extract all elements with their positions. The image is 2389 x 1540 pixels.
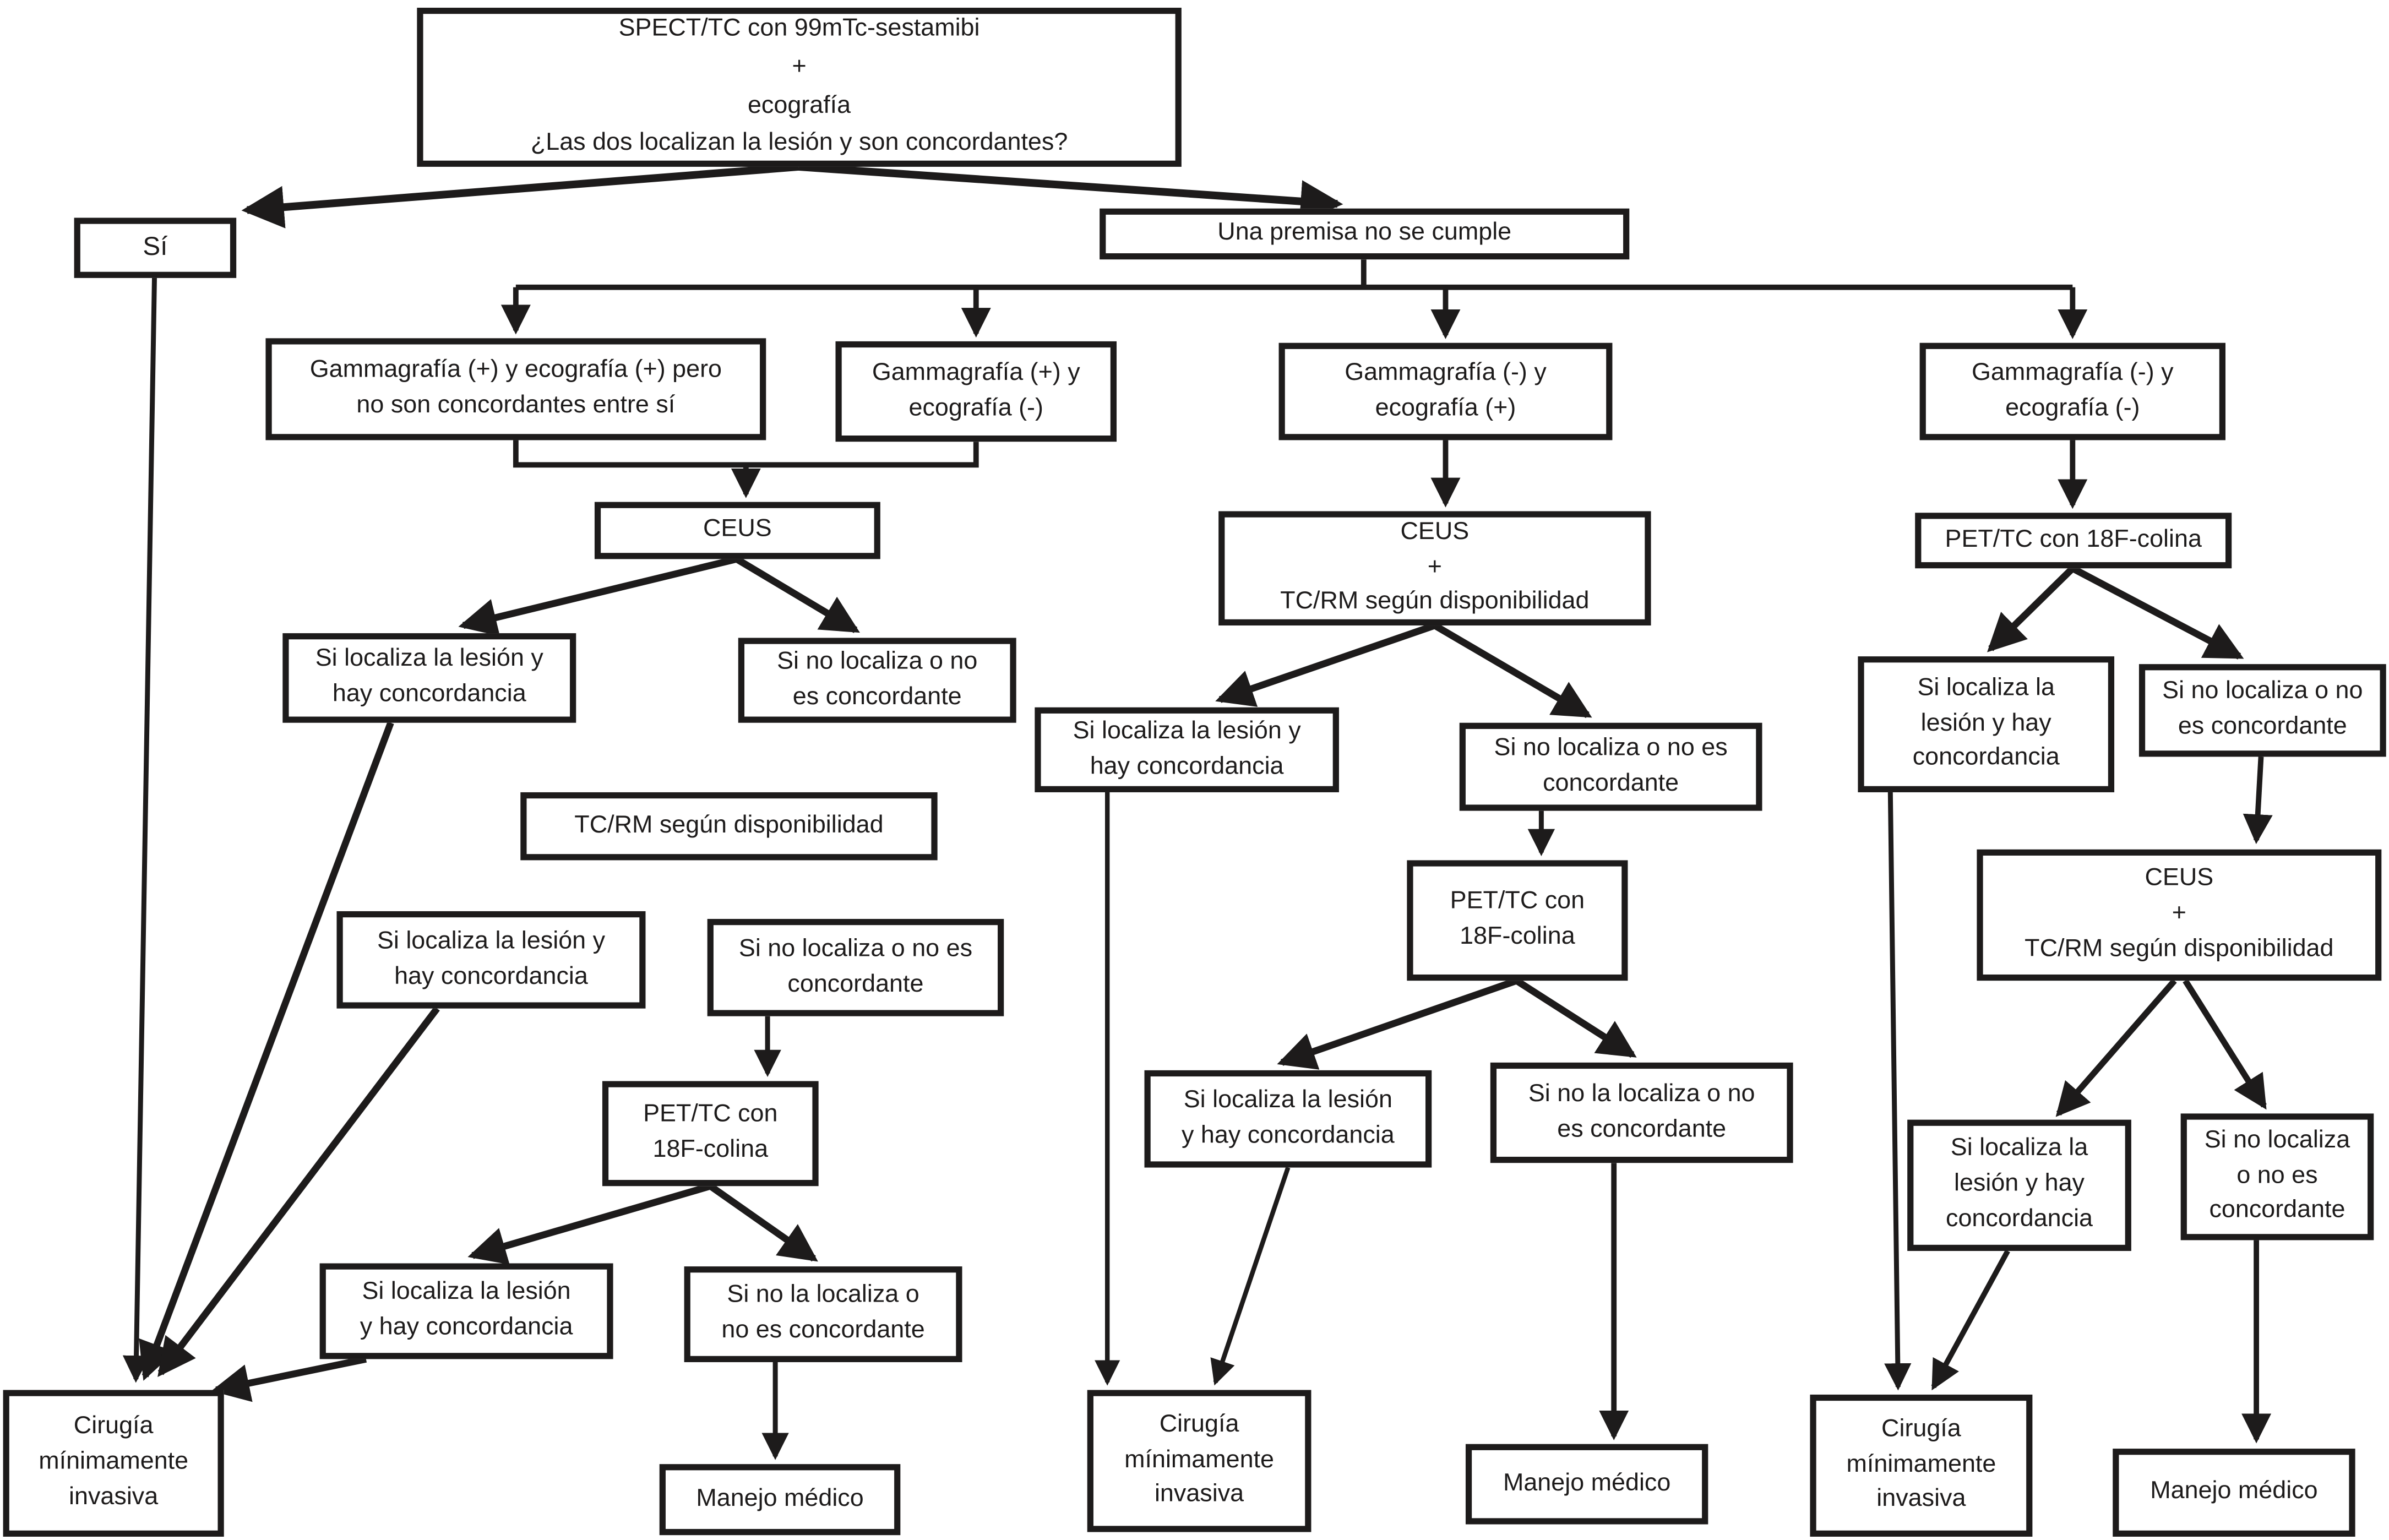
node-gamma-pos-eco-neg: Gammagrafía (+) y ecografía (-) [835,341,1117,442]
arrow-start-to-yes [241,162,799,228]
node-gamma-pos-eco-pos: Gammagrafía (+) y ecografía (+) pero no … [265,338,766,440]
node-gamma-neg-eco-pos: Gammagrafía (-) y ecografía (+) [1278,342,1613,440]
arrow-r1b-to-ceus-right [2243,757,2273,845]
arrow-ceus-right-to-r2b [2183,979,2267,1110]
node-tcrm-left: TC/RM según disponibilidad [520,792,938,861]
arrow-yes-to-surgery [122,277,157,1383]
arrow-pet-right-to-r1b [2071,565,2244,660]
arrow-ceus-mid-to-m1a [1215,622,1436,707]
arrow-pet-mid-to-m2b [1515,977,1637,1058]
node-pet-right: PET/TC con 18F-colina [1915,513,2232,569]
node-left-not-localizes-3: Si no la localiza o no es concordante [684,1266,962,1363]
node-surgery-left: Cirugía mínimamente invasiva [3,1390,224,1537]
node-medical-left: Manejo médico [659,1464,901,1536]
node-mid-not-localizes-2: Si no la localiza o no es concordante [1490,1062,1793,1163]
connector-gpp-gpn-bracket [513,440,979,468]
arrow-ceus-left-to-l1b [734,556,860,633]
arrow-start-to-premise [798,162,1343,223]
node-medical-right: Manejo médico [2113,1449,2355,1537]
arrow-pet-left-to-l3b [708,1183,818,1262]
node-left-localizes-3: Si localiza la lesión y hay concordancia [319,1263,613,1359]
node-right-not-localizes-1: Si no localiza o no es concordante [2138,664,2386,757]
node-pet-left: PET/TC con 18F-colina [602,1081,819,1187]
node-left-localizes-1: Si localiza la lesión y hay concordancia [282,633,576,723]
node-surgery-right: Cirugía mínimamente invasiva [1810,1394,2033,1537]
node-right-localizes-1: Si localiza la lesión y hay concordancia [1858,656,2115,792]
node-left-not-localizes-2: Si no localiza o no es concordante [707,918,1004,1016]
node-surgery-mid: Cirugía mínimamente invasiva [1087,1390,1311,1532]
node-ceus-left: CEUS [594,502,880,559]
arrow-ceus-mid-to-m1b [1433,622,1592,719]
node-left-localizes-2: Si localiza la lesión y hay concordancia [336,911,646,1009]
arrow-pet-right-to-r1a [1987,565,2075,652]
node-left-not-localizes-1: Si no localiza o no es concordante [738,638,1016,723]
node-ceus-mid: CEUS + TC/RM según disponibilidad [1218,511,1651,626]
arrow-ceus-left-to-l1a [458,556,738,636]
node-mid-not-localizes-1: Si no localiza o no es concordante [1459,722,1762,811]
node-right-localizes-2: Si localiza la lesión y hay concordancia [1907,1119,2131,1251]
node-mid-localizes-2: Si localiza la lesión y hay concordancia [1144,1070,1432,1168]
node-gamma-neg-eco-neg: Gammagrafía (-) y ecografía (-) [1919,342,2226,440]
node-premise-fail: Una premisa no se cumple [1100,208,1630,260]
node-medical-mid: Manejo médico [1465,1444,1708,1525]
arrow-l1a-to-surgery-left [139,721,394,1381]
node-start-question: SPECT/TC con 99mTc-sestamibi + ecografía… [417,8,1182,167]
arrow-pet-mid-to-m2a [1277,977,1518,1070]
node-yes: Sí [74,217,237,278]
node-pet-mid: PET/TC con 18F-colina [1407,860,1628,981]
arrow-pet-left-to-l3a [467,1183,712,1265]
node-right-not-localizes-2: Si no localiza o no es concordante [2180,1113,2374,1240]
arrow-r2a-to-surgery-right [1931,1249,2010,1391]
node-mid-localizes-1: Si localiza la lesión y hay concordancia [1035,707,1339,792]
arrow-l3a-to-surgery-left [211,1356,367,1402]
node-ceus-right: CEUS + TC/RM según disponibilidad [1977,849,2382,981]
arrow-l2a-to-surgery-left [157,1006,440,1378]
arrow-m2a-to-surgery-mid [1210,1167,1291,1386]
arrow-ceus-right-to-r2a [2055,978,2177,1117]
arrow-r1a-to-surgery-right [1884,792,1912,1391]
